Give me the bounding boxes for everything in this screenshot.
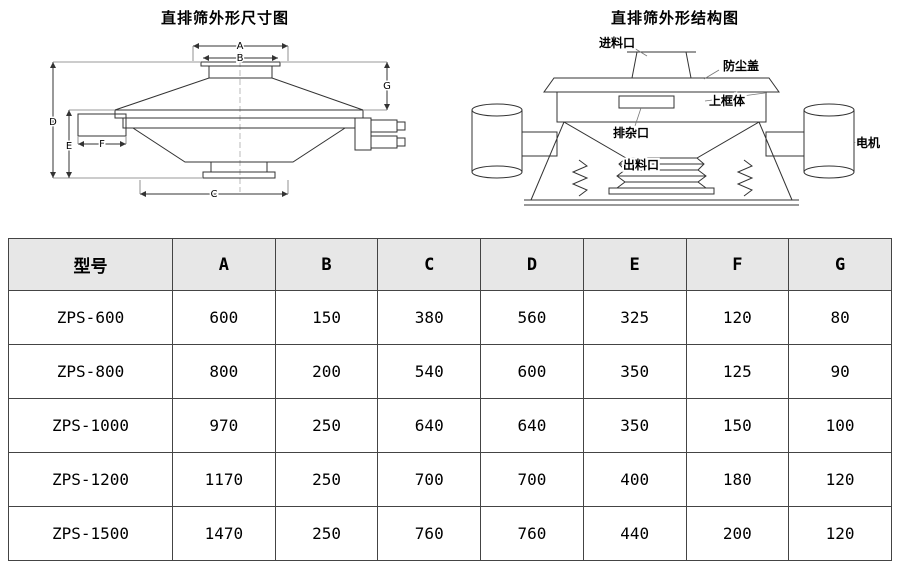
column-header-e: E [582,238,687,291]
column-header-b: B [274,238,379,291]
dim-label-g: G [383,81,391,92]
value-cell: 120 [788,506,892,561]
label-feed-inlet: 进料口 [599,35,635,50]
value-cell: 1170 [172,452,276,507]
value-cell: 600 [480,344,584,399]
model-cell: ZPS-1500 [8,506,173,561]
column-header-c: C [377,238,482,291]
value-cell: 125 [685,344,790,399]
structure-diagram-title: 直排筛外形结构图 [610,10,739,27]
value-cell: 150 [685,398,790,453]
table-header-row: 型号 A B C D E F G [8,238,892,291]
value-cell: 80 [788,290,892,345]
value-cell: 200 [685,506,790,561]
value-cell: 800 [172,344,276,399]
value-cell: 760 [377,506,482,561]
column-header-d: D [480,238,584,291]
table-row: ZPS-1200 1170 250 700 700 400 180 120 [8,452,892,507]
label-leader-lines [633,47,860,145]
label-waste-outlet: 排杂口 [613,125,649,140]
dimension-diagram: 直排筛外形尺寸图 [0,0,450,234]
sieve-outline [77,61,363,179]
structure-diagram: 直排筛外形结构图 [450,0,900,234]
value-cell: 440 [582,506,687,561]
value-cell: 540 [377,344,482,399]
dim-label-e: E [65,141,71,152]
value-cell: 350 [582,398,687,453]
value-cell: 325 [582,290,687,345]
dim-label-d: D [49,117,57,128]
value-cell: 120 [685,290,790,345]
value-cell: 200 [274,344,379,399]
table-row: ZPS-800 800 200 540 600 350 125 90 [8,344,892,399]
label-motor: 电机 [856,135,880,150]
right-motor-outline [765,103,855,179]
model-cell: ZPS-1000 [8,398,173,453]
value-cell: 380 [377,290,482,345]
dimension-lines [49,43,390,197]
value-cell: 560 [480,290,584,345]
diagram-section: 直排筛外形尺寸图 [0,0,900,234]
motor-mount-outline [354,117,405,151]
value-cell: 90 [788,344,892,399]
value-cell: 250 [274,452,379,507]
model-cell: ZPS-800 [8,344,173,399]
dim-label-c: C [210,189,217,200]
structure-drawing: 进料口 防尘盖 上框体 排杂口 出料口 电机 [471,33,881,206]
column-header-g: G [788,238,892,291]
left-motor-outline [471,103,558,179]
dim-label-f: F [99,139,105,150]
column-header-a: A [172,238,276,291]
column-header-model: 型号 [8,238,173,291]
value-cell: 350 [582,344,687,399]
value-cell: 250 [274,398,379,453]
table-row: ZPS-1000 970 250 640 640 350 150 100 [8,398,892,453]
value-cell: 250 [274,506,379,561]
value-cell: 640 [480,398,584,453]
value-cell: 970 [172,398,276,453]
label-discharge-outlet: 出料口 [623,157,659,172]
dimension-drawing: A B C D E F G [47,40,405,202]
value-cell: 1470 [172,506,276,561]
model-cell: ZPS-1200 [8,452,173,507]
value-cell: 120 [788,452,892,507]
dim-label-a: A [236,41,243,52]
value-cell: 760 [480,506,584,561]
value-cell: 400 [582,452,687,507]
label-upper-frame: 上框体 [709,93,746,108]
label-dust-cover: 防尘盖 [723,58,759,73]
value-cell: 150 [274,290,379,345]
value-cell: 180 [685,452,790,507]
column-header-f: F [685,238,790,291]
table-row: ZPS-1500 1470 250 760 760 440 200 120 [8,506,892,561]
value-cell: 600 [172,290,276,345]
spec-table: 型号 A B C D E F G ZPS-600 600 150 380 560… [8,238,892,561]
model-cell: ZPS-600 [8,290,173,345]
value-cell: 640 [377,398,482,453]
sieve-structure-outline [524,51,799,206]
value-cell: 700 [377,452,482,507]
value-cell: 700 [480,452,584,507]
dim-label-b: B [236,53,243,64]
dimension-diagram-title: 直排筛外形尺寸图 [160,10,289,27]
table-row: ZPS-600 600 150 380 560 325 120 80 [8,290,892,345]
value-cell: 100 [788,398,892,453]
